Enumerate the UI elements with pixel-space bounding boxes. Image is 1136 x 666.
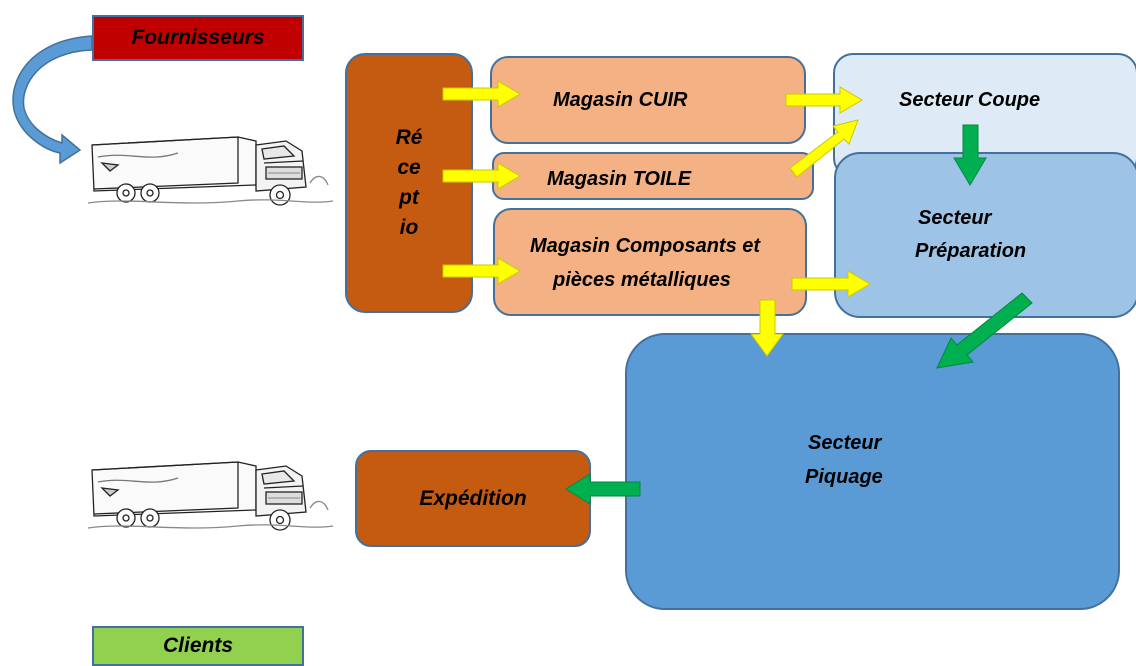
expedition-box: Expédition [355, 450, 591, 547]
arrow-reception-to-composants [442, 257, 521, 285]
reception-line-3: pt [399, 186, 419, 209]
arrow-reception-to-cuir [442, 80, 521, 108]
arrow-toile-to-coupe [789, 119, 859, 178]
arrow-coupe-to-preparation [953, 124, 987, 186]
arrow-preparation-to-piquage [936, 292, 1033, 369]
secteur-piquage-label-2: Piquage [805, 466, 883, 488]
secteur-preparation-label-1: Secteur [918, 207, 992, 229]
expedition-label: Expédition [419, 486, 527, 510]
magasin-toile-box [492, 152, 814, 200]
secteur-preparation-label-2: Préparation [915, 240, 1027, 262]
truck-icon [88, 136, 333, 206]
clients-label: Clients [162, 634, 233, 657]
magasin-cuir-box [490, 56, 806, 144]
reception-line-4: io [399, 216, 419, 239]
truck-icon [88, 461, 333, 531]
magasin-composants-box [493, 208, 807, 316]
arrow-composants-to-preparation [791, 270, 871, 298]
arrow-reception-to-toile [442, 162, 521, 190]
arrow-composants-to-piquage [750, 299, 784, 357]
magasin-cuir-label: Magasin CUIR [553, 89, 688, 111]
secteur-preparation-box [834, 152, 1136, 318]
secteur-coupe-label: Secteur Coupe [899, 89, 1041, 111]
secteur-piquage-label-1: Secteur [808, 432, 882, 454]
magasin-composants-label-1: Magasin Composants et [530, 235, 761, 257]
secteur-piquage-box [625, 333, 1120, 610]
fournisseurs-box: Fournisseurs [92, 15, 304, 61]
reception-line-2: ce [397, 156, 421, 179]
magasin-toile-label: Magasin TOILE [547, 168, 692, 190]
reception-line-1: Ré [395, 126, 423, 149]
magasin-composants-label-2: pièces métalliques [553, 269, 731, 291]
arrow-cuir-to-coupe [785, 86, 863, 114]
curved-arrow [12, 35, 93, 165]
arrow-piquage-to-expedition [565, 473, 641, 505]
fournisseurs-label: Fournisseurs [131, 26, 265, 49]
